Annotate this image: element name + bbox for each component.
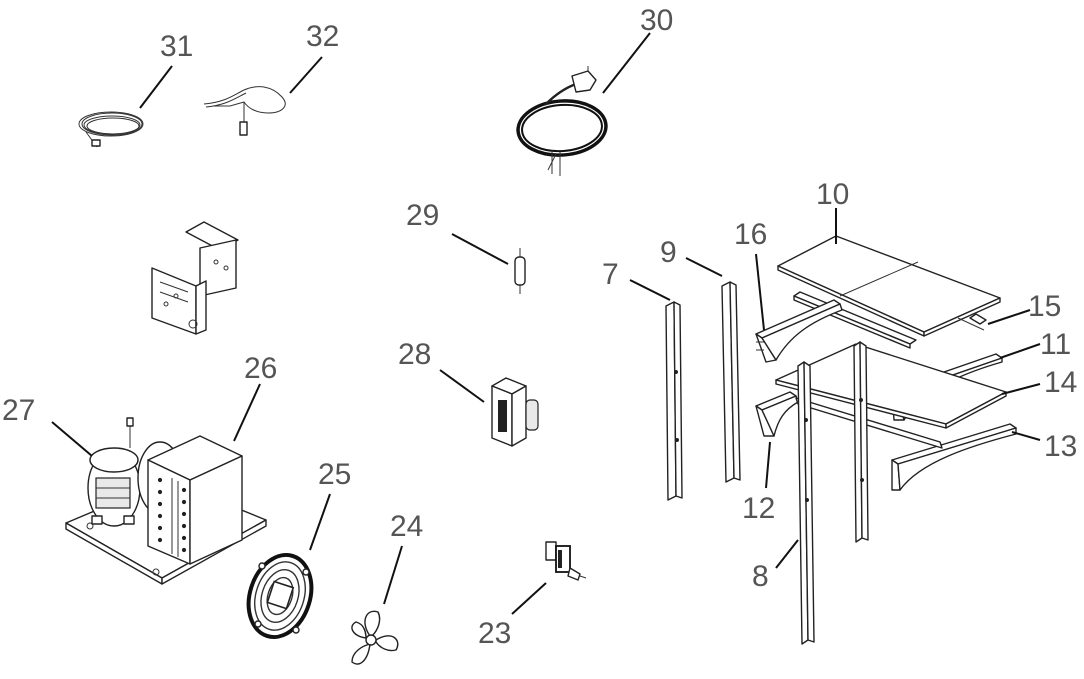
callout-label-28: 28 [398, 338, 431, 371]
callout-label-7: 7 [602, 258, 619, 291]
part-23-solenoid-valve [545, 541, 587, 581]
callout-32: 32 [289, 20, 339, 94]
callout-8: 8 [752, 539, 799, 593]
part-25-fan-guard [246, 552, 314, 640]
callout-28: 28 [398, 338, 485, 403]
callout-label-8: 8 [752, 560, 769, 593]
callout-12: 12 [742, 441, 775, 525]
callout-10: 16 [734, 218, 767, 331]
callout-label-23: 23 [478, 617, 511, 650]
part-electrical-bracket [151, 221, 239, 335]
callout-29: 29 [406, 199, 509, 265]
callout-label-12: 12 [742, 492, 775, 525]
part-30-power-cord [516, 66, 608, 176]
callout-13: 13 [1011, 430, 1077, 463]
callout-label-9: 9 [660, 236, 677, 269]
callout-30: 30 [602, 4, 673, 94]
part-29-filter-drier [514, 248, 526, 294]
callout-14: 14 [1001, 366, 1077, 399]
callout-label-31: 31 [160, 30, 193, 63]
callout-label-13: 13 [1044, 430, 1077, 463]
part-28-electrical-box [491, 377, 539, 447]
part-13-shelf-bracket [891, 423, 1017, 491]
callout-9: 9 [660, 236, 723, 277]
callout-24: 24 [383, 510, 423, 605]
part-26-condenser [147, 435, 243, 565]
callout-label-14: 14 [1044, 366, 1077, 399]
callout-label-10: 16 [734, 218, 767, 251]
part-12-shelf-bracket [755, 391, 943, 449]
part-9-vertical-rail [721, 281, 741, 483]
part-15-top-panel [777, 235, 1001, 337]
part-32-capillary-tube [203, 86, 286, 136]
callout-label-15: 10 [816, 178, 849, 211]
callout-27: 27 [2, 394, 93, 457]
callout-15: 10 [816, 178, 849, 244]
part-8-upright-post [797, 341, 869, 645]
callout-31: 31 [139, 30, 193, 109]
callout-label-24: 24 [390, 510, 423, 543]
callout-label-27: 27 [2, 394, 35, 427]
part-10-shelf-bracket [755, 299, 843, 363]
callout-label-25: 25 [318, 458, 351, 491]
part-7-vertical-rail [665, 301, 683, 501]
callout-26: 26 [233, 352, 277, 442]
callout-23: 23 [478, 582, 547, 650]
callout-label-11: 11 [1040, 328, 1071, 361]
callout-label-26: 26 [244, 352, 277, 385]
callout-label-30: 30 [640, 4, 673, 37]
callout-label-29: 29 [406, 199, 439, 232]
condenser-fins [157, 477, 187, 557]
callout-label-16: 15 [1028, 290, 1061, 323]
part-31-tube-coil [78, 111, 144, 148]
callout-label-32: 32 [306, 20, 339, 53]
part-24-fan-blade [351, 610, 399, 665]
callout-16: 15 [987, 290, 1061, 325]
callout-11: 11 [999, 328, 1071, 361]
callout-7: 7 [602, 258, 671, 301]
callout-25: 25 [309, 458, 351, 551]
